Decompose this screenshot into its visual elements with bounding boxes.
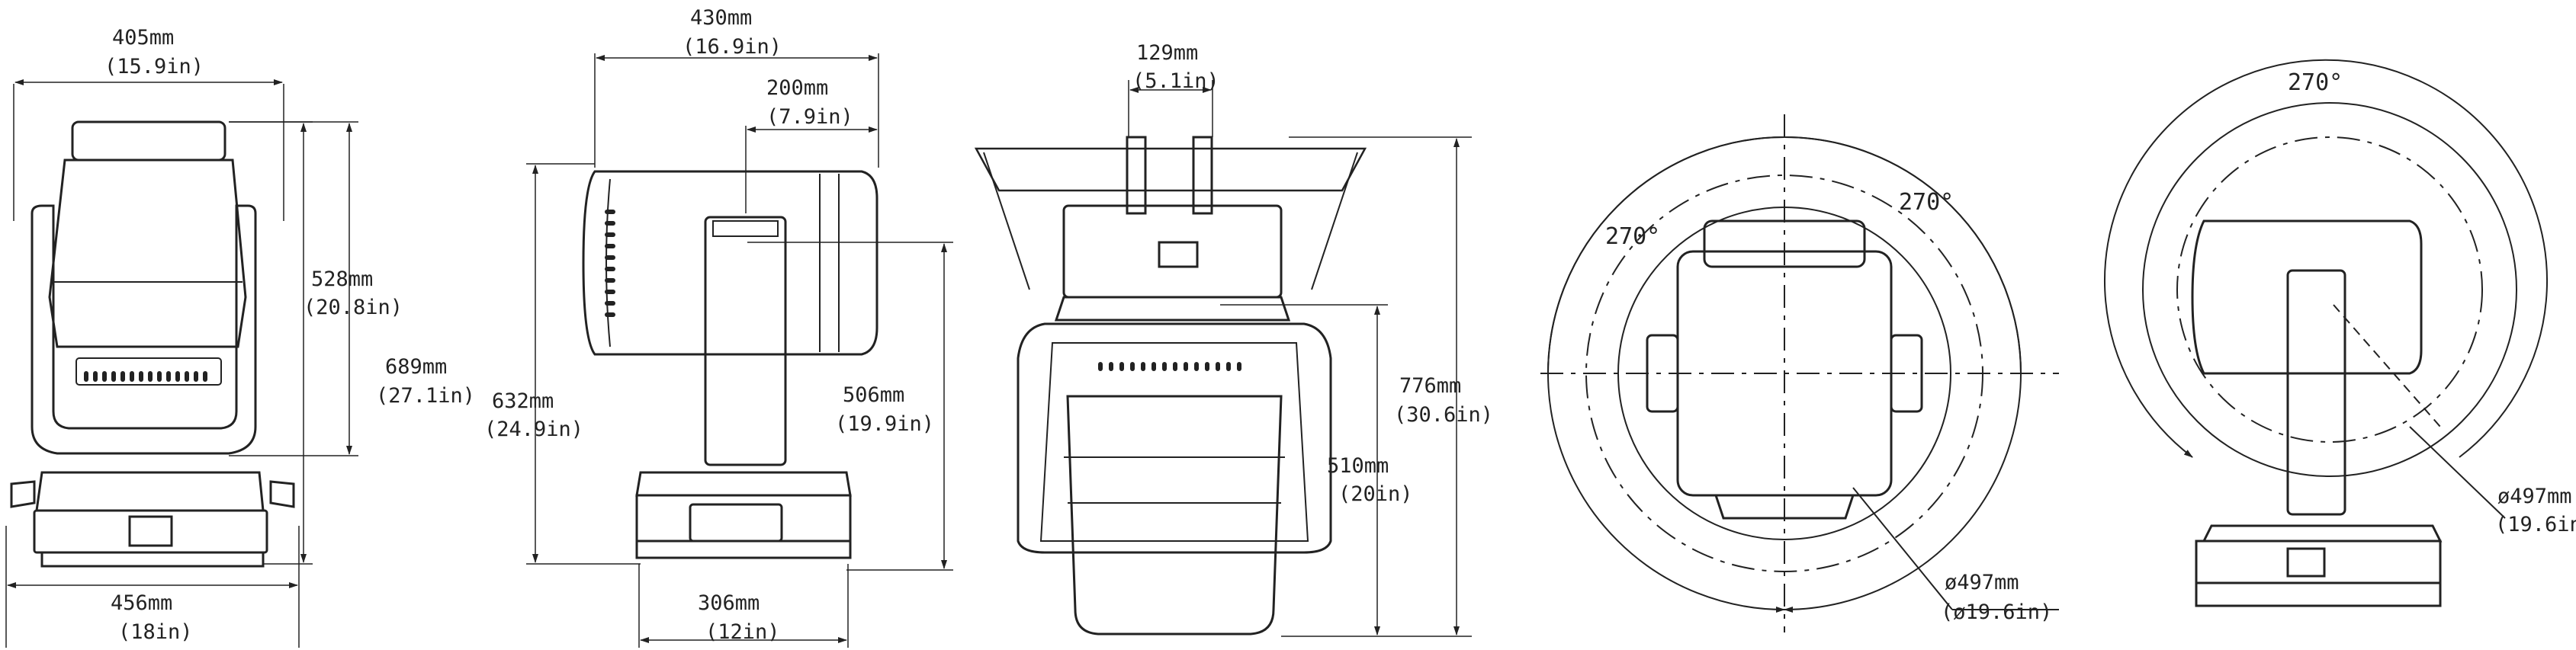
tilt-angle-label: 270°	[2288, 69, 2343, 96]
top-angle-right: 270°	[1899, 189, 1954, 216]
top-angle-arcs	[1547, 136, 2059, 613]
clamp-view: 129mm (5.1in) 776mm (30.6in) 510mm (20in…	[974, 41, 1493, 637]
tilt-diameter-inch: (19.6in)	[2495, 513, 2576, 536]
front-head-height-label: 528mm	[311, 267, 373, 291]
front-base-width-label: 456mm	[111, 591, 172, 615]
side-arm-height-inch: (19.9in)	[835, 412, 934, 436]
front-view: 405mm (15.9in) 528mm (20.8in) 689mm (27.…	[5, 26, 475, 648]
front-vent-slots	[84, 371, 207, 382]
top-diameter-label: ø497mm	[1945, 571, 2019, 594]
side-length-inch: (16.9in)	[683, 35, 782, 59]
side-view: 430mm (16.9in) 200mm (7.9in) 632mm (24.9…	[484, 6, 953, 648]
front-fixture-outline	[10, 120, 295, 568]
tilt-fixture-outline	[2191, 219, 2443, 607]
top-angle-left: 270°	[1605, 223, 1660, 250]
top-diameter-inch: (ø19.6in)	[1941, 600, 2052, 624]
front-width-label: 405mm	[112, 26, 174, 50]
front-total-height-inch: (27.1in)	[376, 384, 475, 408]
top-fixture-outline	[1646, 219, 1923, 520]
front-dimension-lines	[5, 79, 358, 648]
clamp-dimension-lines	[1128, 80, 1472, 637]
side-total-height-inch: (24.9in)	[484, 418, 583, 441]
front-total-height-label: 689mm	[385, 355, 447, 379]
front-head-height-inch: (20.8in)	[304, 296, 403, 319]
clamp-spacing-inch: (5.1in)	[1132, 69, 1219, 93]
top-circles	[1540, 114, 2059, 632]
tilt-view: 270° ø497mm (19.6in)	[2104, 59, 2576, 607]
clamp-body-height-inch: (20in)	[1338, 482, 1413, 506]
side-arm-height-label: 506mm	[843, 383, 904, 407]
side-vent-slots	[605, 210, 615, 317]
side-fixture-outline	[582, 170, 878, 559]
side-dimension-lines	[526, 53, 953, 648]
top-view: 270° 270° ø497mm (ø19.6in)	[1540, 114, 2059, 632]
clamp-brackets	[1126, 136, 1213, 215]
clamp-vent-slots	[1098, 362, 1241, 371]
side-total-height-label: 632mm	[492, 389, 554, 413]
front-base-width-inch: (18in)	[118, 620, 193, 644]
tilt-angle-arc	[2104, 59, 2548, 519]
side-length-label: 430mm	[690, 6, 752, 30]
side-base-depth-label: 306mm	[698, 591, 760, 615]
side-base-depth-inch: (12in)	[705, 620, 780, 644]
side-offset-label: 200mm	[766, 76, 828, 100]
clamp-total-height-inch: (30.6in)	[1394, 403, 1493, 427]
clamp-fixture-outline	[974, 147, 1367, 636]
clamp-body-height-label: 510mm	[1327, 454, 1389, 478]
clamp-spacing-label: 129mm	[1136, 41, 1198, 65]
front-width-inch: (15.9in)	[104, 55, 204, 78]
tilt-diameter-label: ø497mm	[2497, 485, 2572, 508]
side-offset-inch: (7.9in)	[766, 105, 853, 129]
tilt-circles	[2142, 102, 2517, 477]
clamp-total-height-label: 776mm	[1399, 374, 1461, 398]
